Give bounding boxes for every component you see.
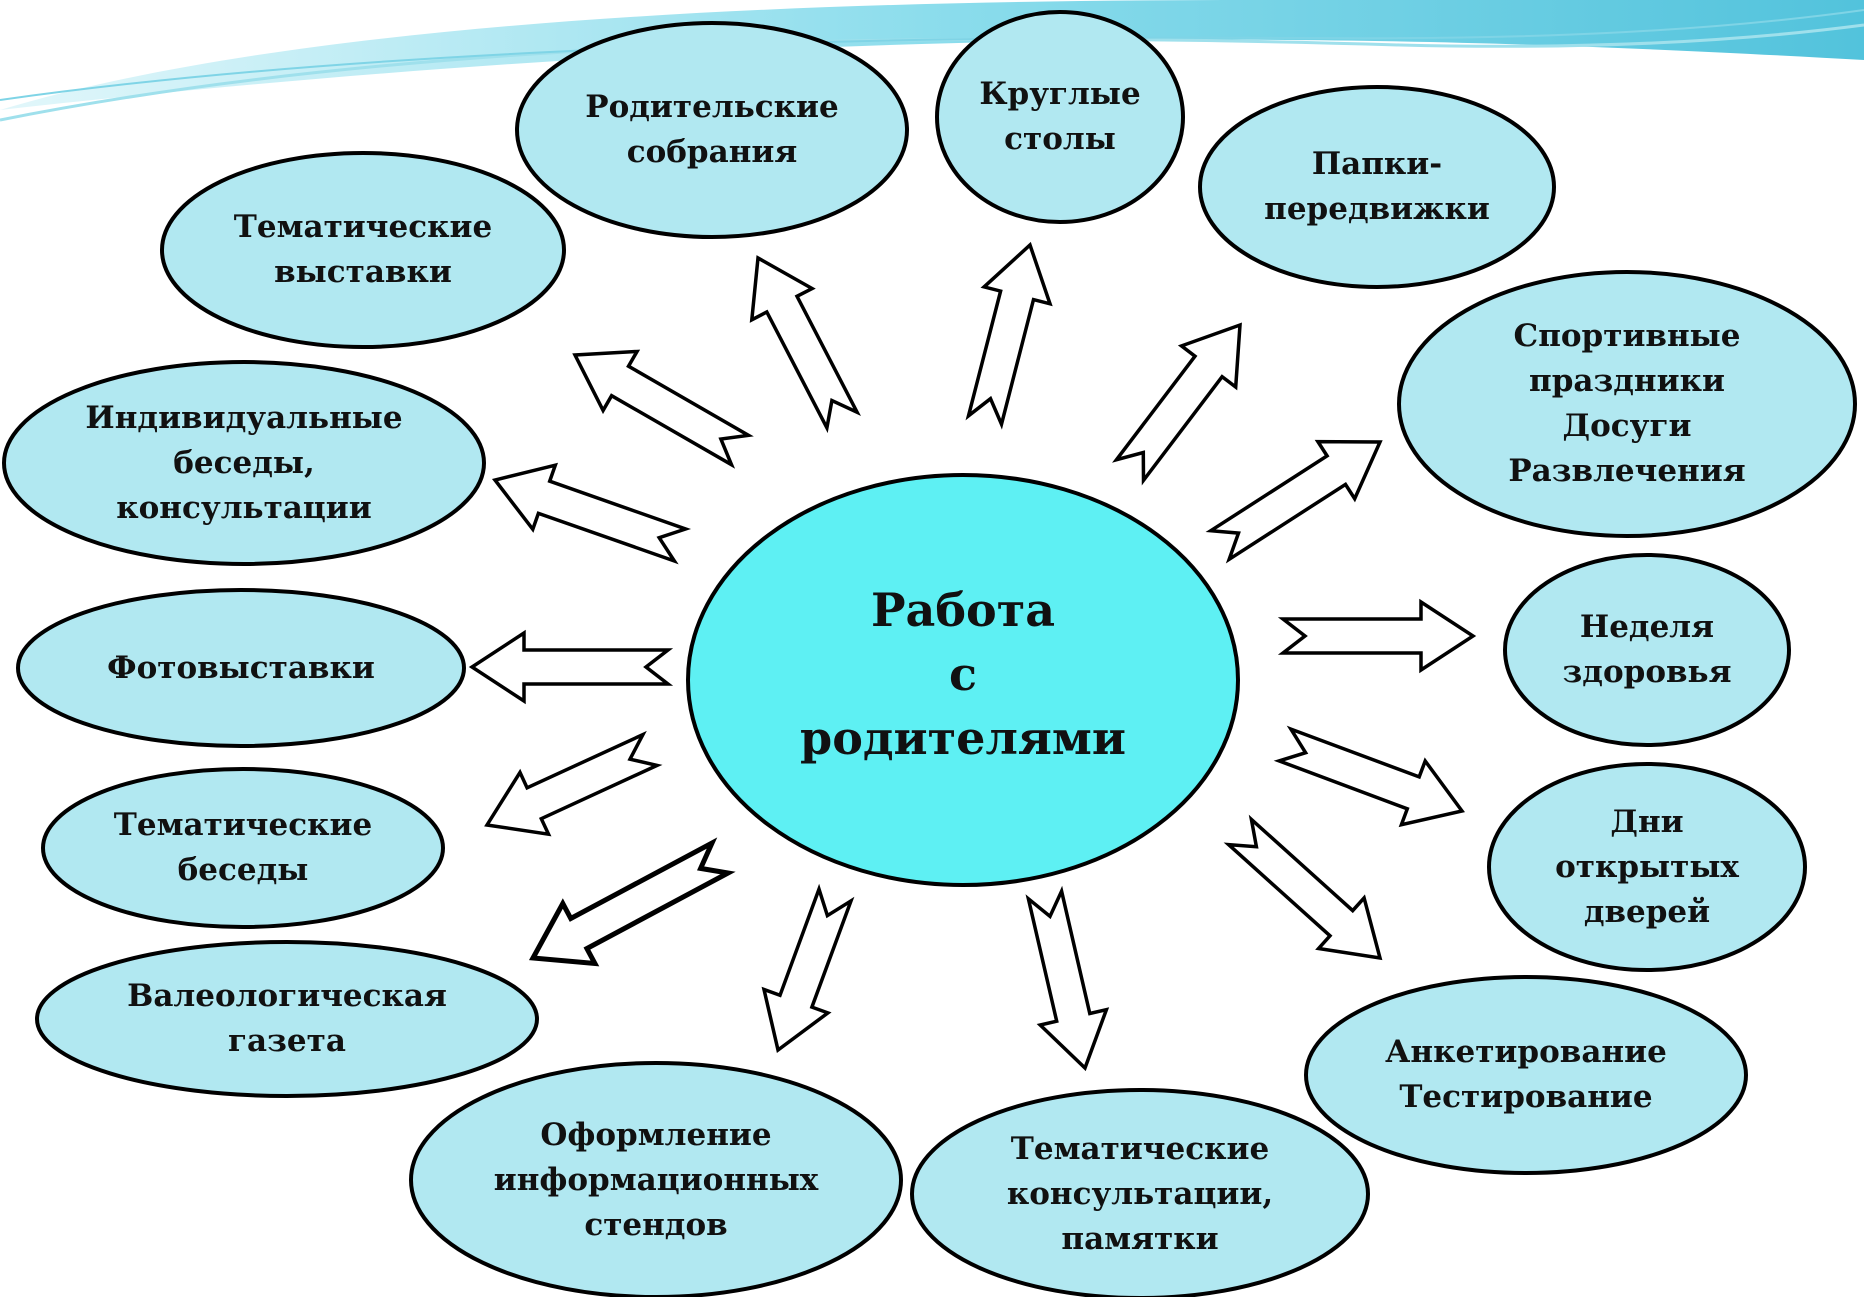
node-roditelskie-sobraniya [515,21,909,239]
arrow-to-kruglye-stoly [965,241,1053,430]
node-dni-otkrytyh-dverei [1487,762,1807,972]
node-nedelya-zdorovya [1503,553,1791,747]
node-anketirovanie [1304,975,1748,1175]
node-kruglye-stoly [935,10,1185,224]
node-fotovystavki [16,588,466,748]
arrow-to-tematicheskie-konsultatsii [1025,885,1110,1072]
arrow-to-nedelya-zdorovya [1277,598,1477,674]
arrow-to-sportivnye-prazdniki [1205,439,1383,564]
node-tematicheskie-besedy [41,767,445,929]
node-papki-peredvizhki [1198,85,1556,289]
decorative-swoosh [0,0,1864,122]
node-individualnye-besedy [2,360,486,566]
arrow-to-dni-otkrytyh-dverei [1273,725,1465,828]
arrow-to-tematicheskie-besedy [484,730,663,837]
arrows-group [468,241,1477,1072]
node-tematicheskie-konsultatsii [910,1088,1370,1297]
arrow-to-valeologicheskaya-gazeta [528,837,736,967]
node-valeologicheskaya-gazeta [35,940,539,1098]
arrow-to-roditelskie-sobraniya [749,255,862,434]
arrow-to-oformlenie-stendov [761,883,855,1054]
arrow-to-anketirovanie [1223,814,1383,961]
node-oformlenie-stendov [409,1061,903,1297]
ellipses-group [2,10,1857,1297]
center-node [686,473,1240,887]
arrow-to-individualnye-besedy [491,462,692,565]
arrow-to-papki-peredvizhki [1112,322,1242,486]
node-sportivnye-prazdniki [1397,270,1857,538]
arrow-to-fotovystavki [468,629,674,705]
arrow-to-tematicheskie-vystavki [572,349,754,469]
node-tematicheskie-vystavki [160,151,566,349]
